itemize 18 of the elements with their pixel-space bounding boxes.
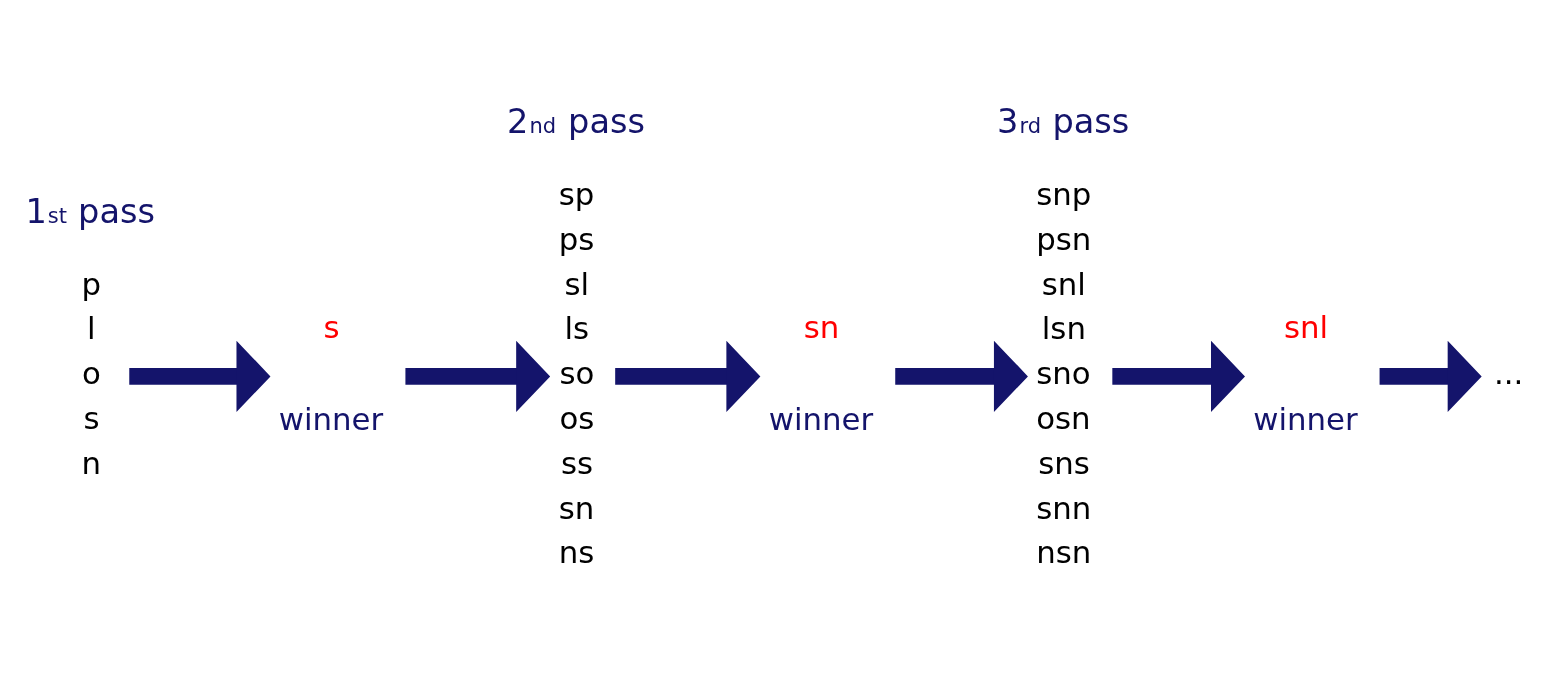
arrow xyxy=(1112,340,1245,412)
label: 3rd pass xyxy=(997,101,1130,141)
node-text: snl xyxy=(1284,308,1329,345)
arrow xyxy=(405,340,551,412)
arrow xyxy=(615,340,761,412)
label: 1st pass xyxy=(25,191,155,231)
arrow xyxy=(129,340,271,412)
node-text: s xyxy=(323,308,340,345)
node-label: winner xyxy=(1253,400,1358,437)
node-text: sn xyxy=(803,308,840,345)
node-text: ... xyxy=(1494,354,1524,391)
node-text: sp ps sl ls so os ss sn ns xyxy=(558,175,595,570)
node-label: winner xyxy=(768,400,874,437)
node-label: winner xyxy=(278,400,384,437)
node-text: p l o s n xyxy=(81,265,101,481)
arrow xyxy=(895,340,1028,412)
node-text: snp psn snl lsn sno osn sns snn nsn xyxy=(1036,175,1092,570)
arrow xyxy=(1379,340,1482,412)
